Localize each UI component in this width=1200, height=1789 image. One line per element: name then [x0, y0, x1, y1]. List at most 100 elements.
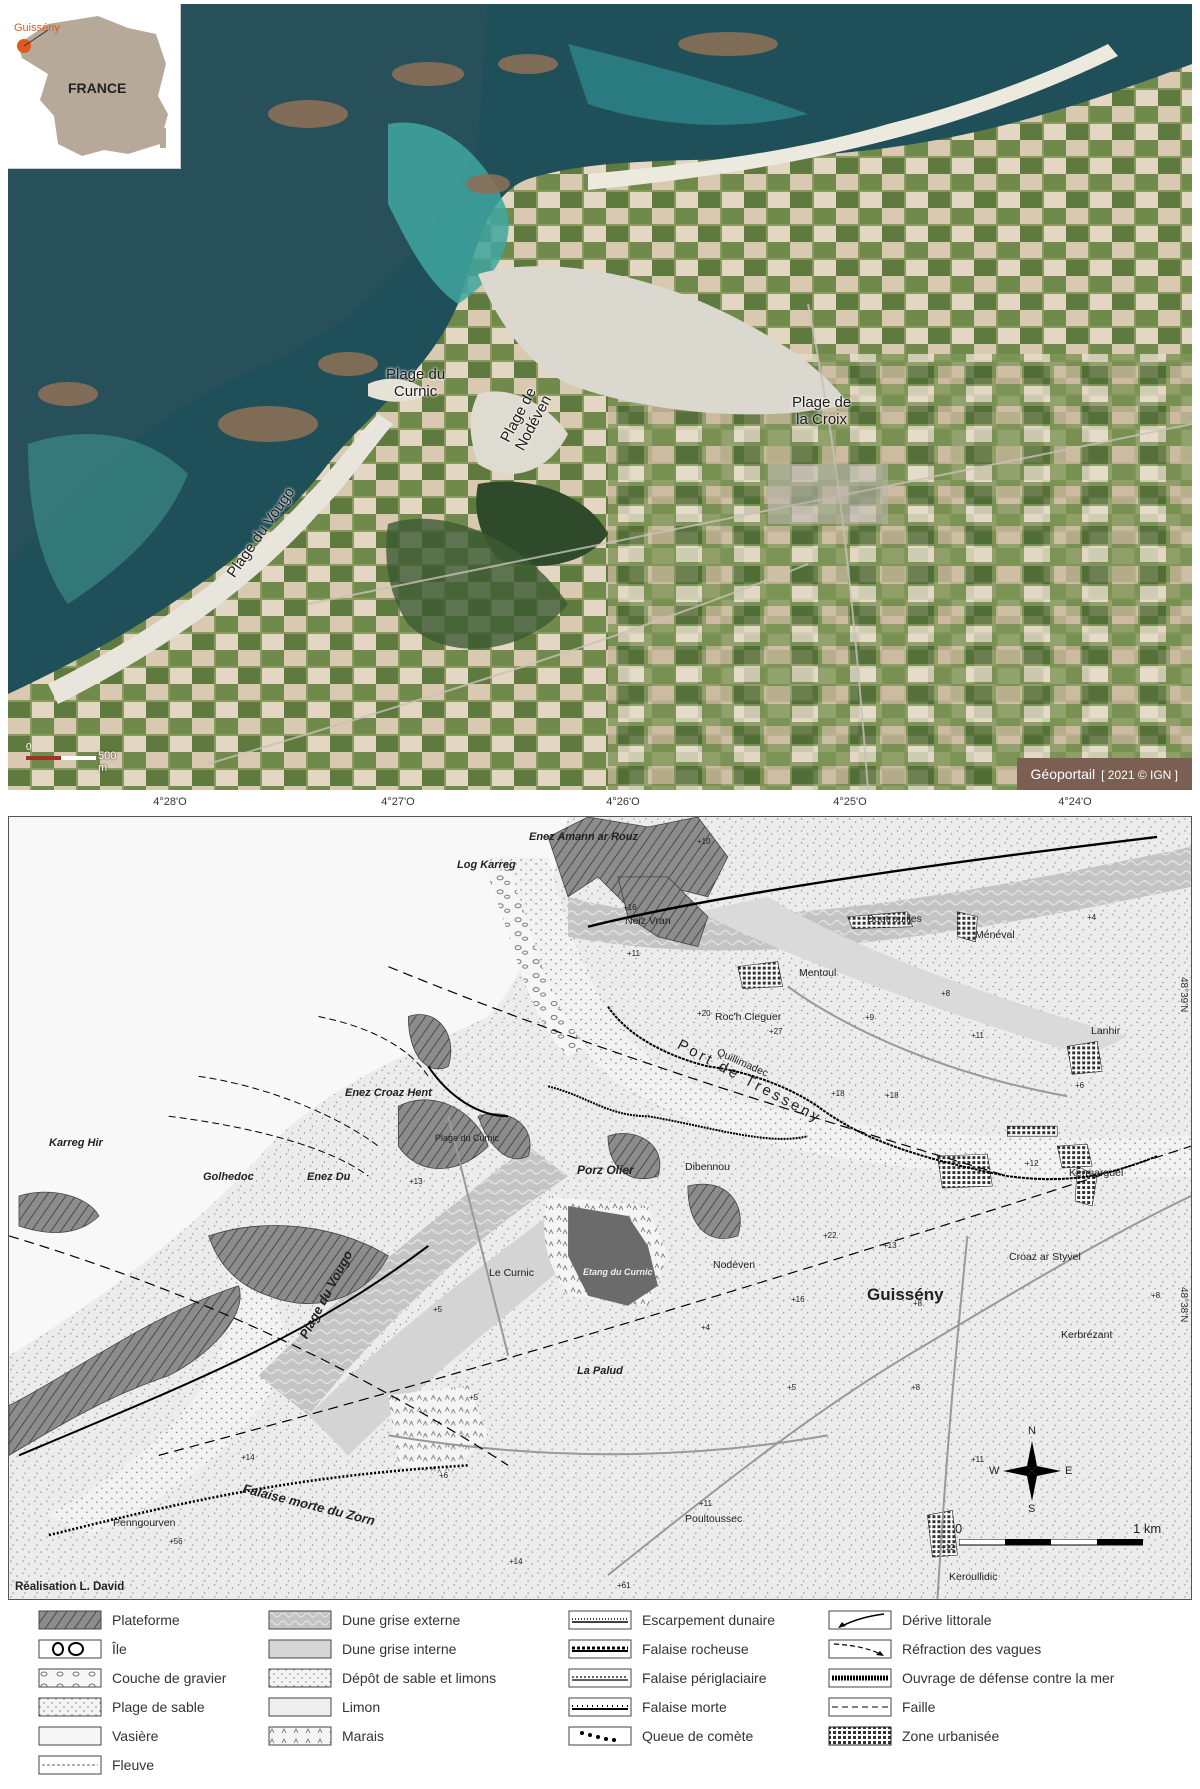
place-karreg-hir: Karreg Hir: [49, 1137, 103, 1149]
credit-copyright: [ 2021 © IGN ]: [1101, 768, 1178, 782]
legend-swatch: [828, 1697, 892, 1717]
place-mentoul: Mentoul: [799, 967, 837, 979]
longitude-label: 4°28'O: [153, 796, 187, 808]
spot-height: +20: [697, 1009, 711, 1018]
aerial-scale-bar: 0 500 m: [26, 742, 117, 774]
legend-swatch: [268, 1668, 332, 1688]
spot-height: +11: [971, 1455, 984, 1464]
spot-height: +16: [791, 1295, 805, 1304]
spot-height: +13: [409, 1177, 423, 1186]
spot-height: +5: [469, 1393, 479, 1402]
place-neiz-vran: Neiz Vran: [625, 915, 671, 927]
place-lanhir: Lanhir: [1091, 1025, 1121, 1037]
legend-swatch: [38, 1639, 102, 1659]
spot-height: +11: [699, 1499, 712, 1508]
legend-swatch: [38, 1697, 102, 1717]
compass-west: W: [989, 1465, 1000, 1477]
map-credit: Réalisation L. David: [15, 1581, 125, 1593]
place-nodeven: Nodéven: [713, 1259, 756, 1271]
spot-height: +6: [1075, 1081, 1085, 1090]
latitude-label: 48°38'N: [1178, 1287, 1189, 1323]
place-penngourven: Penngourven: [113, 1517, 176, 1529]
legend-swatch: [828, 1610, 892, 1630]
spot-height: +18: [885, 1091, 899, 1100]
longitude-label: 4°25'O: [833, 796, 867, 808]
spot-height: +8: [1151, 1291, 1161, 1300]
beach-label-croix: Plage de la Croix: [792, 394, 852, 428]
legend-swatch: [38, 1755, 102, 1775]
legend-swatch: [38, 1726, 102, 1746]
place-log-karreg: Log Karreg: [457, 859, 516, 871]
inset-town-label: Guissény: [14, 22, 60, 34]
location-inset: Guissény FRANCE: [8, 4, 181, 169]
geomorphology-map: Enez Amann ar Rouz Log Karreg Neiz Vran …: [8, 816, 1192, 1600]
spot-height: +18: [831, 1089, 845, 1098]
place-kermarguel: Kermarguel: [1069, 1167, 1124, 1179]
place-enez-du: Enez Du: [307, 1171, 351, 1183]
place-enez-croaz-hent: Enez Croaz Hent: [345, 1087, 432, 1099]
place-golhedoc: Golhedoc: [203, 1171, 254, 1183]
place-poultoussec: Poultoussec: [685, 1513, 743, 1525]
place-dibennou: Dibennou: [685, 1161, 730, 1173]
spot-height: +8: [941, 989, 951, 998]
place-plage-du-curnic: Plage du Curnic: [435, 1133, 500, 1143]
spot-height: +11: [971, 1031, 984, 1040]
legend-swatch: [828, 1726, 892, 1746]
spot-height: +22: [823, 1231, 837, 1240]
legend-swatch: [568, 1610, 632, 1630]
spot-height: +11: [627, 949, 640, 958]
place-croaz-ar-styvel: Croaz ar Styvel: [1009, 1251, 1081, 1263]
legend-swatch: [828, 1668, 892, 1688]
spot-height: +4: [701, 1323, 711, 1332]
spot-height: +8: [913, 1299, 923, 1308]
compass-star-icon: [1003, 1441, 1061, 1501]
aerial-credit: Géoportail [ 2021 © IGN ]: [1016, 758, 1192, 790]
spot-height: +4: [1087, 913, 1097, 922]
place-kerbrezant: Kerbrézant: [1061, 1329, 1113, 1341]
longitude-label: 4°27'O: [381, 796, 415, 808]
place-roch-cleguer: Roc'h Cleguer: [715, 1011, 782, 1023]
france-silhouette: [17, 16, 168, 156]
credit-source: Géoportail: [1030, 766, 1096, 782]
spot-height: +16: [623, 903, 637, 912]
aerial-imagery: [8, 4, 1192, 790]
legend-swatch: [568, 1697, 632, 1717]
compass-south: S: [1028, 1503, 1036, 1515]
map-scale-bar: 0 1 km: [955, 1521, 1165, 1551]
legend-swatch: [268, 1610, 332, 1630]
place-la-palud: La Palud: [577, 1365, 623, 1377]
legend-swatch: [828, 1639, 892, 1659]
spot-height: +56: [169, 1537, 183, 1546]
spot-height: +27: [769, 1027, 783, 1036]
spot-height: +5: [787, 1383, 797, 1392]
spot-height: +9: [865, 1013, 875, 1022]
aerial-scale-start: 0: [26, 742, 32, 753]
aerial-scale-end: 500 m: [98, 750, 117, 774]
spot-height: +12: [1025, 1159, 1039, 1168]
spot-height: +6: [439, 1471, 449, 1480]
longitude-labels: 4°28'O 4°27'O 4°26'O 4°25'O 4°24'O: [0, 790, 1200, 816]
map-drawing: [9, 817, 1191, 1599]
longitude-label: 4°26'O: [606, 796, 640, 808]
legend-swatch: [568, 1668, 632, 1688]
spot-height: +12: [941, 1543, 955, 1552]
compass-rose: N S E W: [989, 1425, 1072, 1515]
place-enez-amann-ar-rouz: Enez Amann ar Rouz: [529, 831, 638, 843]
legend-swatch: [268, 1697, 332, 1717]
spot-height: +5: [433, 1305, 443, 1314]
latitude-label: 48°39'N: [1178, 977, 1189, 1013]
aerial-photo: Guissény FRANCE Plage du Curnic Plage de…: [8, 4, 1192, 790]
longitude-label: 4°24'O: [1058, 796, 1092, 808]
legend-swatch: [568, 1639, 632, 1659]
spot-height: +14: [241, 1453, 255, 1462]
spot-height: +8: [911, 1383, 921, 1392]
place-keroullidic: Keroullidic: [949, 1571, 998, 1583]
legend-swatch: [268, 1726, 332, 1746]
spot-height: +14: [509, 1557, 523, 1566]
place-porz-olier: Porz Olier: [577, 1163, 634, 1177]
place-guisseny: Guissény: [867, 1285, 944, 1304]
compass-north: N: [1028, 1425, 1036, 1437]
legend-swatch: [568, 1726, 632, 1746]
spot-height: +10: [697, 837, 711, 846]
beach-label-curnic: Plage du Curnic: [386, 366, 446, 400]
